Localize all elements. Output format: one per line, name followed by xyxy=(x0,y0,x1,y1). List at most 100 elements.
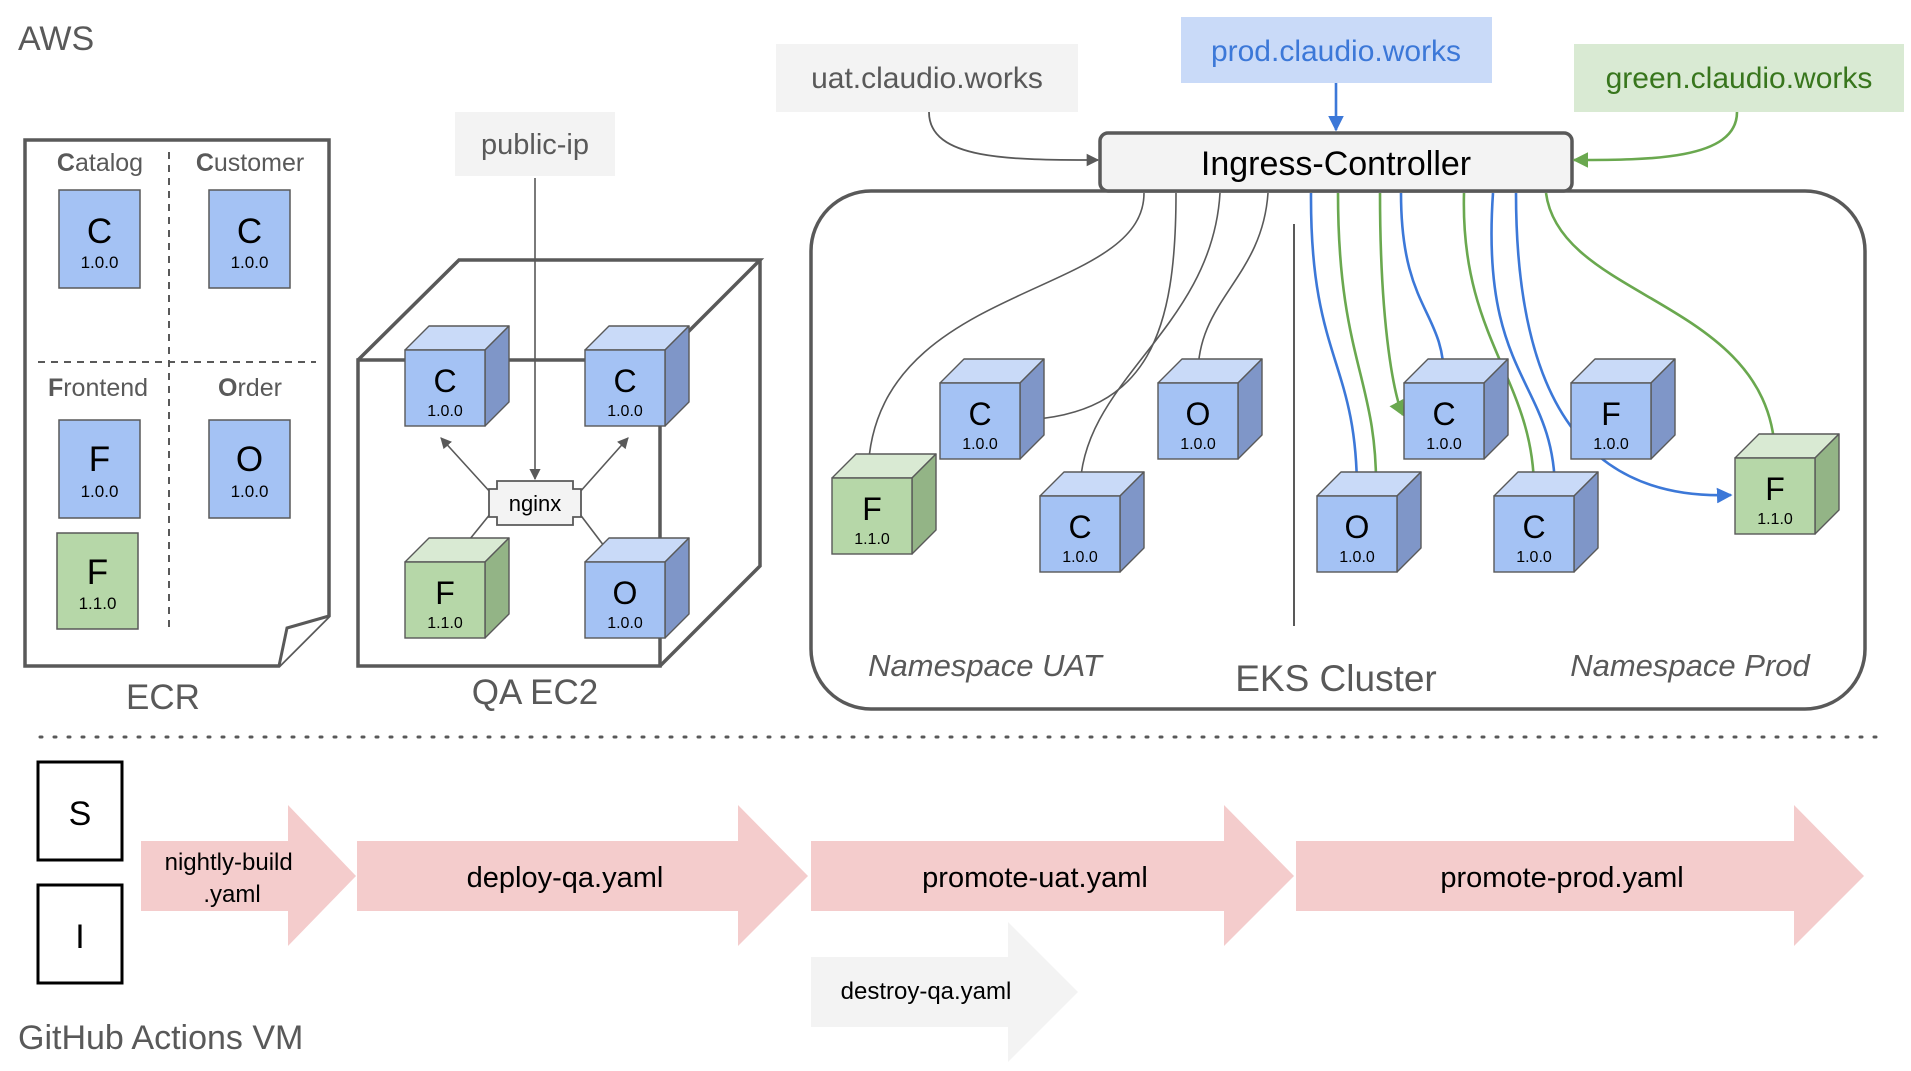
prod-cube-c-2: C 1.0.0 xyxy=(1493,471,1599,573)
cube-version: 1.1.0 xyxy=(854,531,890,548)
ecr-image-frontend-new: F 1.1.0 xyxy=(56,532,139,630)
cube-letter: F xyxy=(862,491,882,527)
uat-cube-o-3: O1.0.0 xyxy=(1157,358,1263,460)
prod-cube-f-3: F 1.0.0 xyxy=(1570,358,1676,460)
workflow-destroy-qa: destroy-qa.yaml xyxy=(811,922,1078,1062)
nginx-label: nginx xyxy=(509,491,562,516)
image-version: 1.0.0 xyxy=(231,253,269,272)
cube-letter: F xyxy=(1601,396,1621,432)
workflow-deploy-qa: deploy-qa.yaml xyxy=(357,805,808,946)
ecr-image-frontend: F 1.0.0 xyxy=(58,419,141,519)
cube-version: 1.0.0 xyxy=(1339,549,1375,566)
cube-letter: F xyxy=(1765,471,1785,507)
cube-version: 1.1.0 xyxy=(427,615,463,632)
ingress-controller xyxy=(1098,131,1574,193)
eks-cluster-label: EKS Cluster xyxy=(1235,658,1437,699)
ingress-to-prod-order-arrow-green xyxy=(1336,192,1385,494)
public-ip-tag xyxy=(455,112,615,176)
aws-label: AWS xyxy=(18,20,94,58)
runner-s-label: S xyxy=(69,795,92,833)
qa-cube-c-0: C1.0.0 xyxy=(404,325,510,427)
cube-letter: C xyxy=(1432,396,1455,432)
ingress-to-uat-customer-arrow xyxy=(1074,192,1221,494)
uat-host-to-ingress-arrow xyxy=(928,111,1100,167)
cube-letter: C xyxy=(968,396,991,432)
cube-version: 1.0.0 xyxy=(607,403,643,420)
ecr-page-curl xyxy=(277,614,330,667)
uat-host-label: uat.claudio.works xyxy=(811,62,1043,95)
ingress-controller-label: Ingress-Controller xyxy=(1201,145,1471,183)
cube-version: 1.0.0 xyxy=(1516,549,1552,566)
container-cubes: C1.0.0C1.0.0F1.1.0O1.0.0F1.1.0C1.0.0C1.0… xyxy=(404,325,1840,639)
ecr-image-catalog: C 1.0.0 xyxy=(58,189,141,289)
image-version: 1.0.0 xyxy=(81,482,119,501)
namespace-prod-label: Namespace Prod xyxy=(1570,648,1811,683)
nginx-shape xyxy=(488,480,582,526)
cube-version: 1.0.0 xyxy=(607,615,643,632)
cube-version: 1.0.0 xyxy=(1062,549,1098,566)
ingress-to-prod-catalog-arrow-blue xyxy=(1399,192,1452,381)
cube-letter: O xyxy=(613,575,638,611)
ingress-to-prod-customer-arrow-blue xyxy=(1490,192,1563,494)
cube-version: 1.0.0 xyxy=(1426,436,1462,453)
cube-version: 1.1.0 xyxy=(1757,511,1793,528)
prod-host-tag xyxy=(1181,17,1492,83)
ecr-section-order: Order xyxy=(218,374,282,402)
cube-letter: C xyxy=(433,363,456,399)
workflow-label: promote-prod.yaml xyxy=(1440,862,1683,894)
ingress-to-prod-frontend-arrow-green xyxy=(1544,192,1783,456)
image-letter: F xyxy=(89,440,110,479)
runner-i-label: I xyxy=(75,918,84,956)
eks-cluster: Namespace UAT EKS Cluster Namespace Prod… xyxy=(776,17,1904,711)
qa-cube-o-3: O 1.0.0 xyxy=(584,537,690,639)
qa-cube-c-1: C 1.0.0 xyxy=(584,325,690,427)
workflow-nightly-build: nightly-build .yaml xyxy=(141,805,356,946)
workflow-label: nightly-build .yaml xyxy=(165,849,300,908)
image-letter: C xyxy=(87,212,112,251)
ec2-box-top xyxy=(356,258,765,362)
namespace-uat-label: Namespace UAT xyxy=(868,648,1104,683)
prod-cube-c-1: C 1.0.0 xyxy=(1403,358,1509,460)
qa-ec2-instance: public-ip QA EC2 xyxy=(356,112,765,712)
public-ip-label: public-ip xyxy=(481,129,589,161)
ecr-registry: Catalog Customer Frontend Order C 1.0.0 … xyxy=(23,138,331,717)
cube-version: 1.0.0 xyxy=(962,436,998,453)
qa-cube-f-2: F 1.1.0 xyxy=(404,537,510,639)
cube-letter: C xyxy=(613,363,636,399)
uat-cube-c-1: C 1.0.0 xyxy=(939,358,1045,460)
ecr-image-order: O 1.0.0 xyxy=(208,419,291,519)
image-letter: F xyxy=(87,553,108,592)
cube-letter: O xyxy=(1186,396,1211,432)
runner-s: S xyxy=(36,760,124,862)
image-version: 1.1.0 xyxy=(79,594,117,613)
ingress-to-uat-catalog-arrow xyxy=(1020,192,1177,426)
cube-letter: C xyxy=(1068,509,1091,545)
cube-version: 1.0.0 xyxy=(1593,436,1629,453)
prod-cube-f-4: F 1.1.0 xyxy=(1734,433,1840,535)
nginx-to-catalog-arrow xyxy=(440,437,492,494)
ecr-image-customer: C 1.0.0 xyxy=(208,189,291,289)
ec2-box-side xyxy=(658,260,762,668)
image-version: 1.0.0 xyxy=(231,482,269,501)
cube-letter: C xyxy=(1522,509,1545,545)
prod-cube-o-0: O1.0.0 xyxy=(1316,471,1422,573)
image-letter: O xyxy=(236,440,263,479)
workflow-label: deploy-qa.yaml xyxy=(467,862,664,894)
prod-host-label: prod.claudio.works xyxy=(1211,35,1461,68)
workflow-promote-uat: promote-uat.yaml xyxy=(811,805,1294,946)
uat-cube-f-0: F 1.1.0 xyxy=(831,453,937,555)
nginx-proxy: nginx xyxy=(488,480,582,526)
uat-host-tag xyxy=(776,44,1078,112)
ingress-to-uat-frontend-arrow xyxy=(862,192,1145,476)
cube-letter: F xyxy=(435,575,455,611)
image-letter: C xyxy=(237,212,262,251)
workflow-label: destroy-qa.yaml xyxy=(841,978,1012,1005)
runner-i: I xyxy=(36,883,124,985)
ingress-to-prod-customer-arrow-green xyxy=(1462,192,1542,494)
nginx-to-customer-arrow xyxy=(578,437,629,494)
uat-cube-c-2: C 1.0.0 xyxy=(1039,471,1145,573)
qa-ec2-label: QA EC2 xyxy=(472,673,598,712)
github-actions-label: GitHub Actions VM xyxy=(18,1019,303,1057)
ingress-to-prod-order-arrow-blue xyxy=(1309,192,1365,494)
